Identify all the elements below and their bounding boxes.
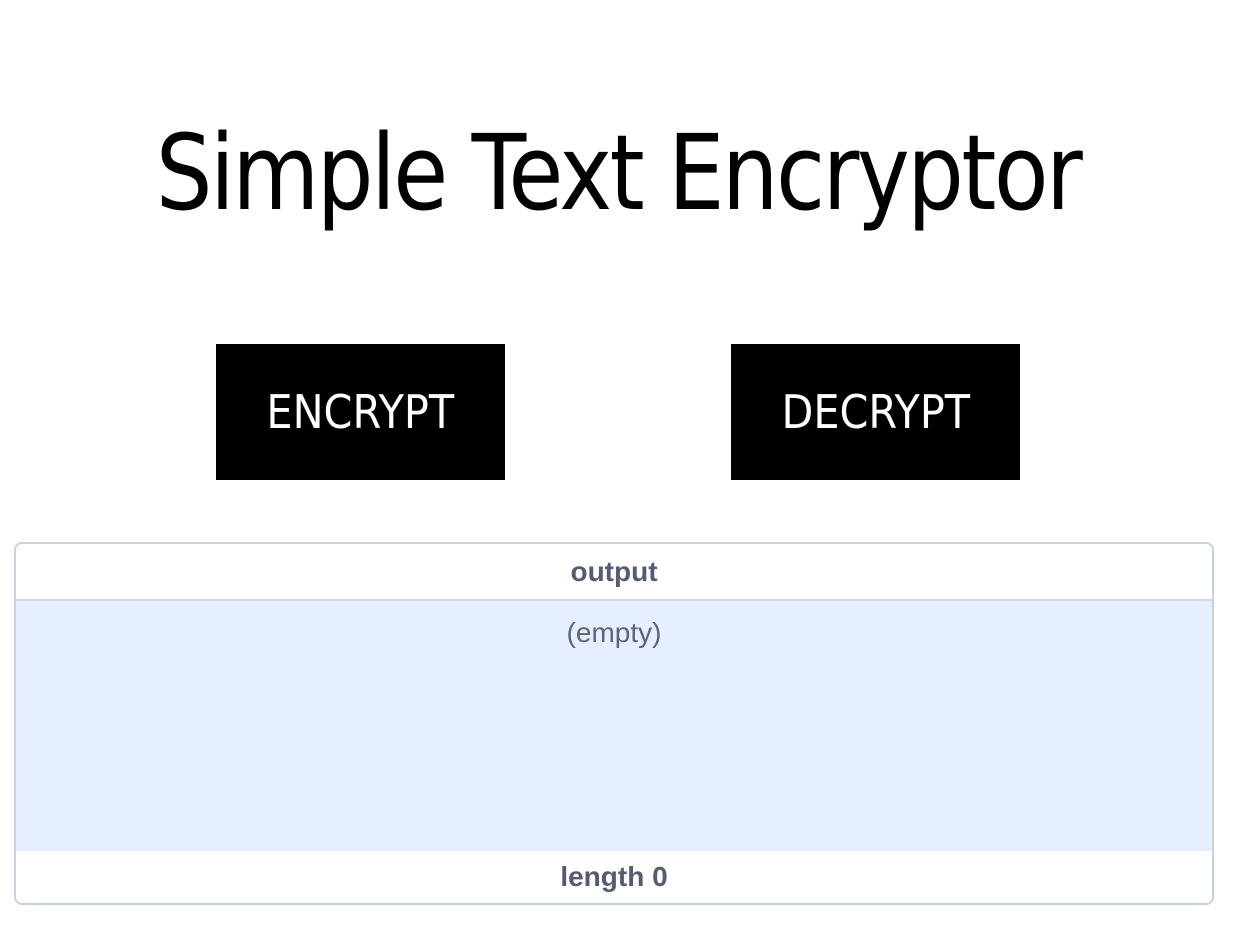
decrypt-button-label: DECRYPT [781,385,970,439]
output-panel: output (empty) length 0 [14,542,1214,905]
decrypt-button[interactable]: DECRYPT [731,344,1020,480]
output-label: output [16,544,1212,601]
page-title: Simple Text Encryptor [155,111,1083,234]
output-length: length 0 [560,861,668,892]
encrypt-button[interactable]: ENCRYPT [216,344,505,480]
encrypt-button-label: ENCRYPT [266,385,455,439]
output-text: (empty) [566,617,662,648]
output-value[interactable]: (empty) [16,601,1212,851]
